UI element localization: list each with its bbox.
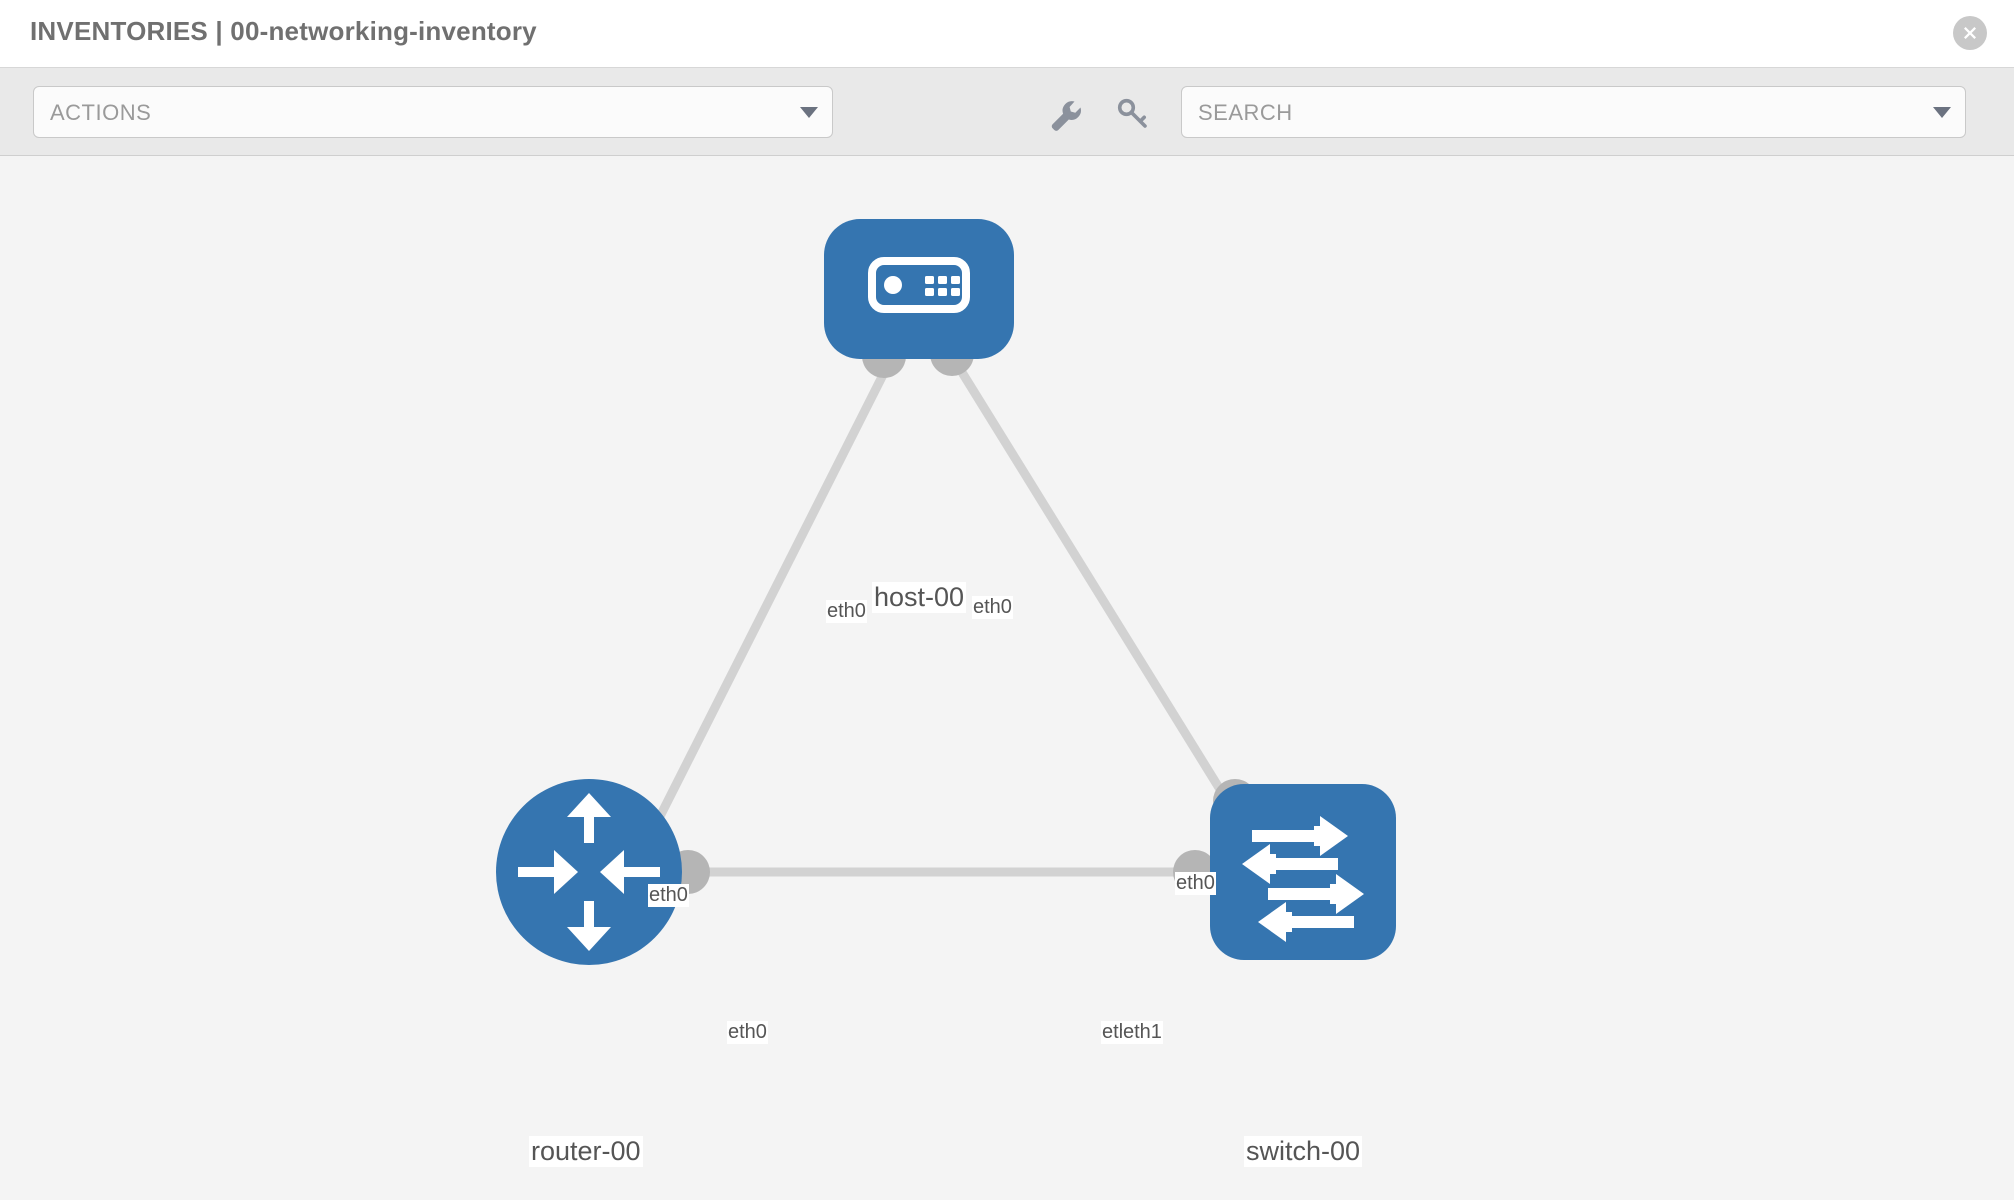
node-switch-00[interactable]	[1210, 784, 1396, 960]
page-title: INVENTORIES | 00-networking-inventory	[30, 16, 537, 46]
link-host-switch	[951, 358, 1259, 849]
node-host-00[interactable]	[824, 219, 1014, 359]
link-host-router	[635, 358, 895, 859]
server-icon	[868, 257, 970, 313]
key-icon[interactable]	[1112, 94, 1152, 134]
link-edges	[635, 358, 1259, 877]
router-arrows-icon	[518, 793, 660, 951]
node-label-router-00: router-00	[529, 1136, 643, 1167]
page-header: INVENTORIES | 00-networking-inventory	[0, 0, 2014, 68]
node-router-00[interactable]	[496, 779, 682, 965]
switch-arrows-icon	[1242, 816, 1364, 942]
iface-label-switch-up-eth0: eth0	[1175, 872, 1216, 895]
chevron-down-icon	[800, 107, 818, 118]
topology-graph	[496, 219, 1396, 965]
search-input[interactable]: SEARCH	[1181, 86, 1966, 138]
server-icon-details	[884, 276, 960, 296]
node-label-switch-00: switch-00	[1244, 1136, 1363, 1167]
chevron-down-icon	[1933, 107, 1951, 118]
iface-label-router-right-eth0: eth0	[727, 1021, 768, 1044]
wrench-icon[interactable]	[1044, 94, 1084, 134]
close-icon[interactable]	[1953, 16, 1987, 50]
iface-label-switch-left-eth1: eth1	[1122, 1021, 1163, 1044]
actions-dropdown-label: ACTIONS	[50, 100, 152, 125]
search-placeholder: SEARCH	[1198, 100, 1293, 125]
iface-label-host-left-eth0: eth0	[826, 600, 867, 623]
interface-markers	[614, 332, 1257, 894]
toolbar: ACTIONS SEARCH	[0, 68, 2014, 156]
iface-label-host-right-eth0: eth0	[972, 596, 1013, 619]
actions-dropdown[interactable]: ACTIONS	[33, 86, 833, 138]
iface-label-router-up-eth0: eth0	[648, 884, 689, 907]
topology-canvas[interactable]: host-00 router-00 switch-00 eth0 eth0 et…	[0, 156, 2014, 1200]
node-label-host-00: host-00	[872, 582, 967, 613]
